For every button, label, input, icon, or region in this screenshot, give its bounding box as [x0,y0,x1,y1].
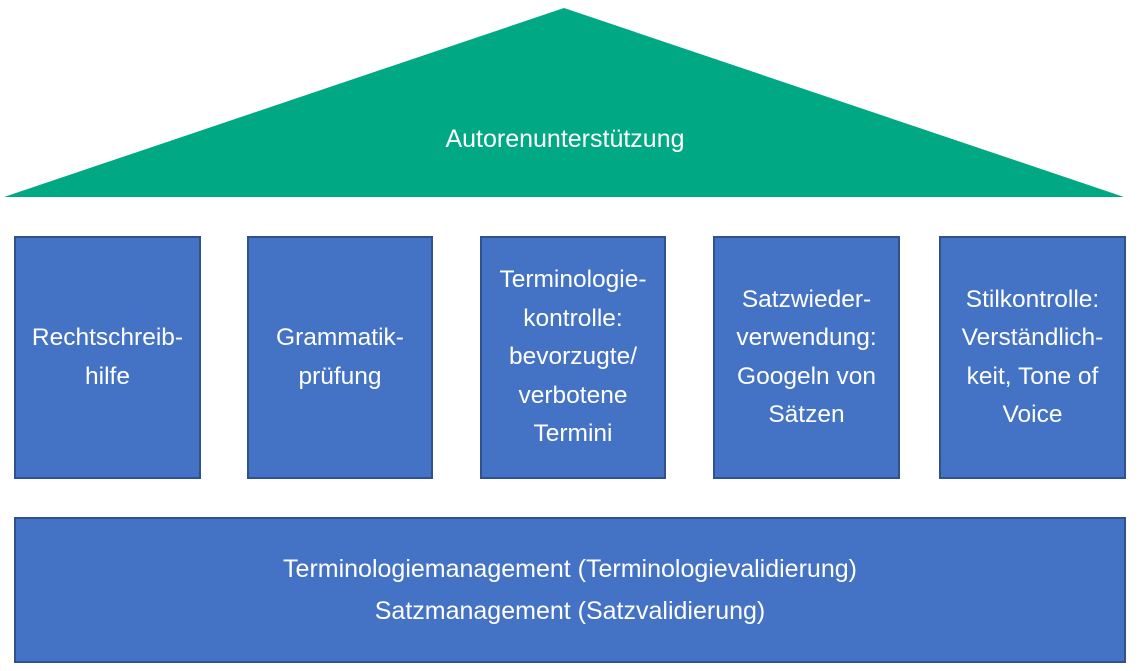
roof-triangle [4,8,1124,197]
pillar-grammatikpruefung: Grammatik- prüfung [247,236,433,479]
pillar-line: Googeln von [737,362,876,390]
pillar-line: verwendung: [736,324,877,351]
pillar-line: Grammatik- [276,324,404,351]
pillar-line: Sätzen [768,401,845,428]
foundation-block: Terminologiemanagement (Terminologievali… [14,517,1126,663]
pillar-satzwiederverwendung: Satzwieder- verwendung: Googeln von Sätz… [713,236,900,479]
pillar-line: kontrolle: [523,304,623,332]
pillar-terminologiekontrolle: Terminologie- kontrolle: bevorzugte/ ver… [480,236,666,479]
pillar-line: verbotene [518,381,628,409]
pillar-line: Voice [1002,401,1063,428]
foundation-line-satzmanagement: Satzmanagement (Satzvalidierung) [374,597,766,625]
foundation-line-terminologiemanagement: Terminologiemanagement (Terminologievali… [283,555,857,583]
pillar-rechtschreibhilfe: Rechtschreib- hilfe [14,236,201,479]
pillar-line: Stilkontrolle: [965,285,1100,313]
roof-label: Autorenunterstützung [445,125,685,153]
pillar-line: Termini [533,420,613,448]
pillar-line: Rechtschreib- [31,324,184,351]
pillar-line: hilfe [85,362,130,390]
pillar-line: Satzwieder- [741,285,872,313]
pillar-line: bevorzugte/ [508,343,638,371]
pillar-line: keit, Tone of [966,362,1099,390]
roof-shape [4,8,1124,197]
pillar-line: Verständlich- [961,324,1104,351]
pillar-line: Terminologie- [499,266,647,294]
pillar-stilkontrolle: Stilkontrolle: Verständlich- keit, Tone … [939,236,1126,479]
pillar-line: prüfung [298,362,382,390]
